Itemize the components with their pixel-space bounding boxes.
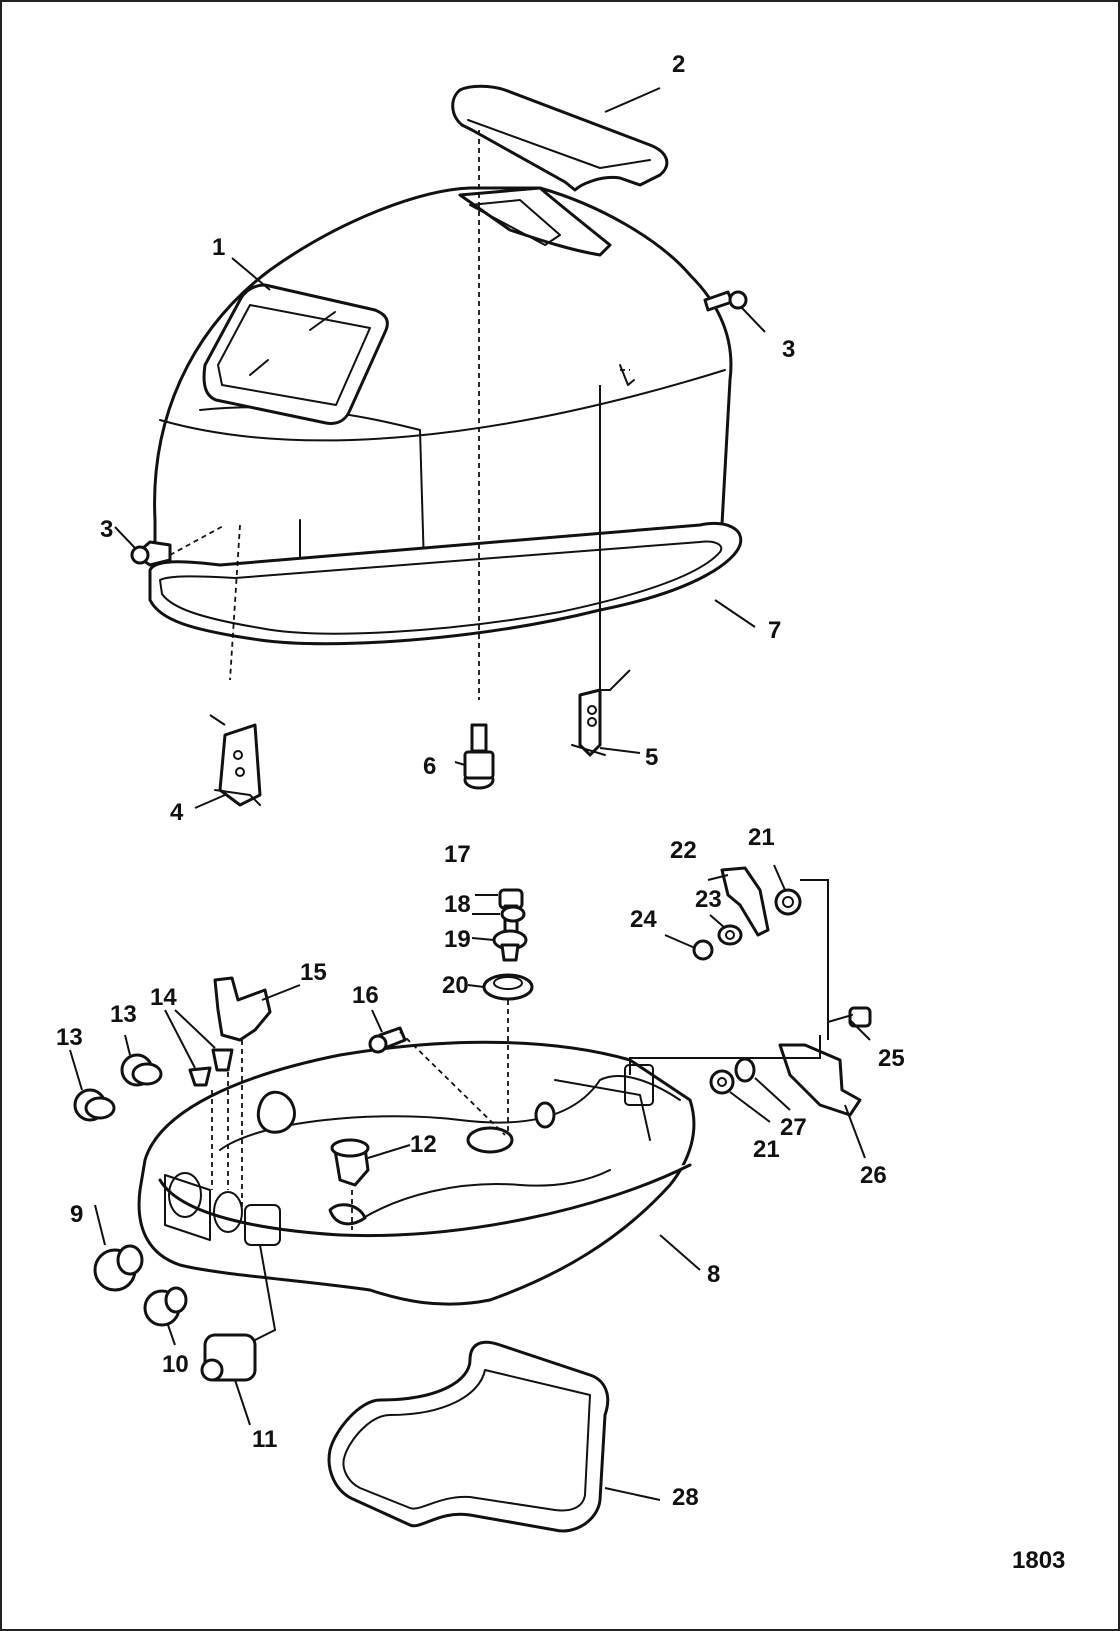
callout-2: 2 xyxy=(672,51,685,78)
callout-13-right: 13 xyxy=(110,1001,137,1028)
bottom-cowl xyxy=(137,1040,696,1306)
top-cowl xyxy=(153,186,733,610)
callout-3-right: 3 xyxy=(782,336,795,363)
callout-7: 7 xyxy=(768,617,781,644)
callout-3-left: 3 xyxy=(100,516,113,543)
callout-9: 9 xyxy=(70,1201,83,1228)
callout-12: 12 xyxy=(410,1131,437,1158)
callout-leaders xyxy=(69,87,871,1501)
callout-8: 8 xyxy=(707,1261,720,1288)
callout-28: 28 xyxy=(672,1484,699,1511)
callout-1: 1 xyxy=(212,234,225,261)
callout-10: 10 xyxy=(162,1351,189,1378)
callout-5: 5 xyxy=(645,744,658,771)
callout-26: 26 xyxy=(860,1162,887,1189)
callout-4: 4 xyxy=(170,799,184,826)
callout-16: 16 xyxy=(352,982,379,1009)
callout-labels: 1 2 3 3 4 5 6 7 8 9 10 11 12 13 13 14 15… xyxy=(56,51,905,1511)
callout-27: 27 xyxy=(780,1114,807,1141)
handle xyxy=(451,84,669,192)
callout-6: 6 xyxy=(423,753,436,780)
callout-15: 15 xyxy=(300,959,327,986)
callout-23: 23 xyxy=(695,886,722,913)
grouping-lines xyxy=(209,385,829,1341)
callout-13-left: 13 xyxy=(56,1024,83,1051)
callout-24: 24 xyxy=(630,906,657,933)
callout-11: 11 xyxy=(252,1426,277,1453)
callout-18: 18 xyxy=(444,891,471,918)
figure-number: 1803 xyxy=(1012,1547,1065,1574)
callout-20: 20 xyxy=(442,972,469,999)
callout-17: 17 xyxy=(444,841,471,868)
small-parts xyxy=(73,290,872,1382)
assembly-lines xyxy=(169,130,630,1230)
callout-19: 19 xyxy=(444,926,471,953)
callout-25: 25 xyxy=(878,1045,905,1072)
callout-21-bottom: 21 xyxy=(753,1136,780,1163)
bottom-gasket xyxy=(327,1340,610,1533)
callout-22: 22 xyxy=(670,837,697,864)
callout-14: 14 xyxy=(150,984,177,1011)
callout-21-top: 21 xyxy=(748,824,775,851)
